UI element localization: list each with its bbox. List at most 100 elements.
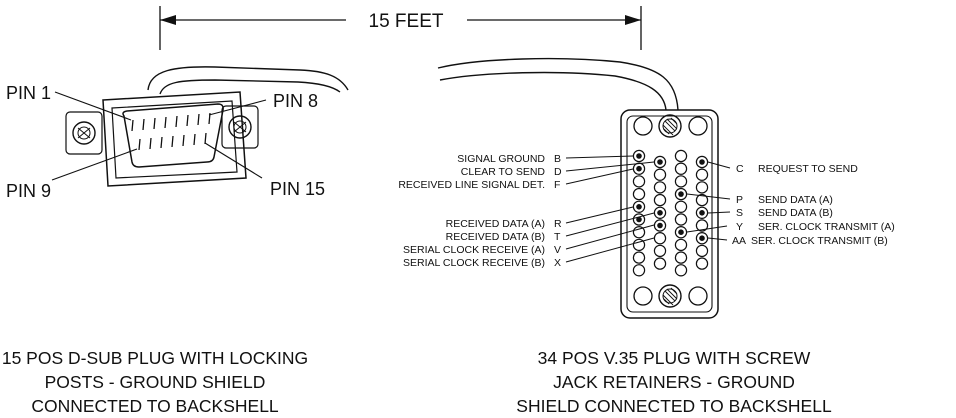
v35-contact xyxy=(695,155,709,169)
pin1-label: PIN 1 xyxy=(6,83,51,103)
signal-leader-line xyxy=(707,211,731,214)
v35-contact xyxy=(695,181,709,194)
cable xyxy=(147,57,679,111)
signal-name: SERIAL CLOCK RECEIVE (B) xyxy=(403,257,545,269)
signal-name: RECEIVED LINE SIGNAL DET. xyxy=(398,179,545,191)
signal-leader-line xyxy=(565,206,634,224)
signal-name: SIGNAL GROUND xyxy=(457,153,545,165)
v35-contact xyxy=(632,264,646,277)
v35-contact xyxy=(674,149,688,163)
pin15-label: PIN 15 xyxy=(270,179,325,199)
caption-line: POSTS - GROUND SHIELD xyxy=(45,372,266,392)
signal-pin: V xyxy=(554,244,561,256)
pin1-leader xyxy=(54,91,132,121)
dsub-frame xyxy=(111,100,238,179)
signal-pin: R xyxy=(554,218,562,230)
v35-contact xyxy=(653,206,667,219)
v35-contact xyxy=(632,238,646,252)
v35-right-signal-list: C REQUEST TO SEND P SEND DATA (A) S SEND… xyxy=(732,163,895,247)
signal-leader-line xyxy=(686,193,731,200)
signal-pin: D xyxy=(554,166,562,178)
pin9-label: PIN 9 xyxy=(6,181,51,201)
v35-contact xyxy=(695,168,709,181)
v35-contact-used-dot xyxy=(657,222,663,229)
signal-pin: B xyxy=(554,153,561,165)
signal-leader-line xyxy=(565,168,634,185)
cable-length-label: 15 FEET xyxy=(369,11,444,32)
locking-post-left-icon xyxy=(65,111,103,155)
signal-leader-line xyxy=(686,225,728,233)
v35-contact xyxy=(695,206,709,219)
v35-contact xyxy=(653,231,667,245)
signal-name: SEND DATA (A) xyxy=(758,194,833,206)
length-dimension: 15 FEET xyxy=(159,6,642,50)
v35-contact xyxy=(695,231,709,245)
v35-contact xyxy=(674,238,688,252)
pin15-leader xyxy=(204,142,263,179)
v35-contact xyxy=(653,181,667,194)
dsub-connector: PIN 1 PIN 8 PIN 9 PIN 15 xyxy=(6,83,325,201)
signal-name: REQUEST TO SEND xyxy=(758,163,858,175)
signal-name: SER. CLOCK TRANSMIT (B) xyxy=(751,235,888,247)
v35-contact xyxy=(695,219,709,232)
v35-contact xyxy=(653,257,667,270)
signal-row: SERIAL CLOCK RECEIVE (B) X xyxy=(403,257,561,269)
v35-corner-hole-icon xyxy=(688,286,708,306)
v35-contact-used-dot xyxy=(678,229,684,235)
v35-contact xyxy=(653,193,667,207)
signal-row: RECEIVED DATA (A) R xyxy=(446,218,562,230)
v35-contact xyxy=(632,213,646,226)
v35-contact xyxy=(653,219,667,232)
v35-contact-used-dot xyxy=(636,204,642,210)
signal-row: C REQUEST TO SEND xyxy=(736,163,858,175)
caption-line: CONNECTED TO BACKSHELL xyxy=(31,396,279,416)
v35-contact xyxy=(674,187,688,201)
signal-row: S SEND DATA (B) xyxy=(736,207,833,219)
v35-contact-used-dot xyxy=(699,159,705,165)
caption-line: 34 POS V.35 PLUG WITH SCREW xyxy=(538,348,811,368)
signal-leader-line xyxy=(707,237,728,241)
v35-face xyxy=(626,115,713,313)
signal-name: CLEAR TO SEND xyxy=(461,166,546,178)
signal-leader-line xyxy=(707,161,731,169)
signal-row: RECEIVED DATA (B) T xyxy=(446,231,561,243)
v35-contact xyxy=(674,162,688,175)
v35-corner-hole-icon xyxy=(633,286,653,306)
v35-contact xyxy=(632,225,646,239)
v35-left-signal-list: SIGNAL GROUND B CLEAR TO SEND D RECEIVED… xyxy=(398,153,562,269)
signal-leader-line xyxy=(565,161,655,172)
signal-pin: P xyxy=(736,194,743,206)
v35-contact xyxy=(695,193,709,207)
signal-name: SEND DATA (B) xyxy=(758,207,833,219)
caption-line: JACK RETAINERS - GROUND xyxy=(553,372,795,392)
caption-line: 15 POS D-SUB PLUG WITH LOCKING xyxy=(2,348,308,368)
signal-pin: F xyxy=(554,179,560,191)
jack-screw-top-icon xyxy=(658,114,682,138)
v35-contact-used-dot xyxy=(678,191,684,197)
v35-contact xyxy=(632,187,646,201)
signal-pin: Y xyxy=(736,221,743,233)
v35-caption: 34 POS V.35 PLUG WITH SCREW JACK RETAINE… xyxy=(516,348,832,416)
v35-contact xyxy=(653,244,667,258)
signal-name: RECEIVED DATA (B) xyxy=(446,231,545,243)
v35-body xyxy=(620,109,719,319)
signal-row: P SEND DATA (A) xyxy=(736,194,833,206)
jack-screw-bottom-icon xyxy=(658,284,682,308)
v35-contact xyxy=(674,251,688,264)
dsub-caption: 15 POS D-SUB PLUG WITH LOCKING POSTS - G… xyxy=(2,348,308,416)
v35-contact xyxy=(632,149,646,163)
dsub-pin-row-bottom xyxy=(138,132,207,151)
v35-corner-hole-icon xyxy=(633,116,653,136)
caption-line: SHIELD CONNECTED TO BACKSHELL xyxy=(516,396,832,416)
v35-contact-used-dot xyxy=(657,159,663,165)
v35-contact xyxy=(632,175,646,188)
pin9-leader xyxy=(51,148,138,181)
v35-contact xyxy=(695,257,709,270)
v35-contact xyxy=(674,175,688,188)
signal-name: SERIAL CLOCK RECEIVE (A) xyxy=(403,244,545,256)
pin8-leader xyxy=(208,99,267,116)
dsub-body xyxy=(102,91,247,187)
v35-contact xyxy=(653,168,667,181)
signal-pin: X xyxy=(554,257,561,269)
